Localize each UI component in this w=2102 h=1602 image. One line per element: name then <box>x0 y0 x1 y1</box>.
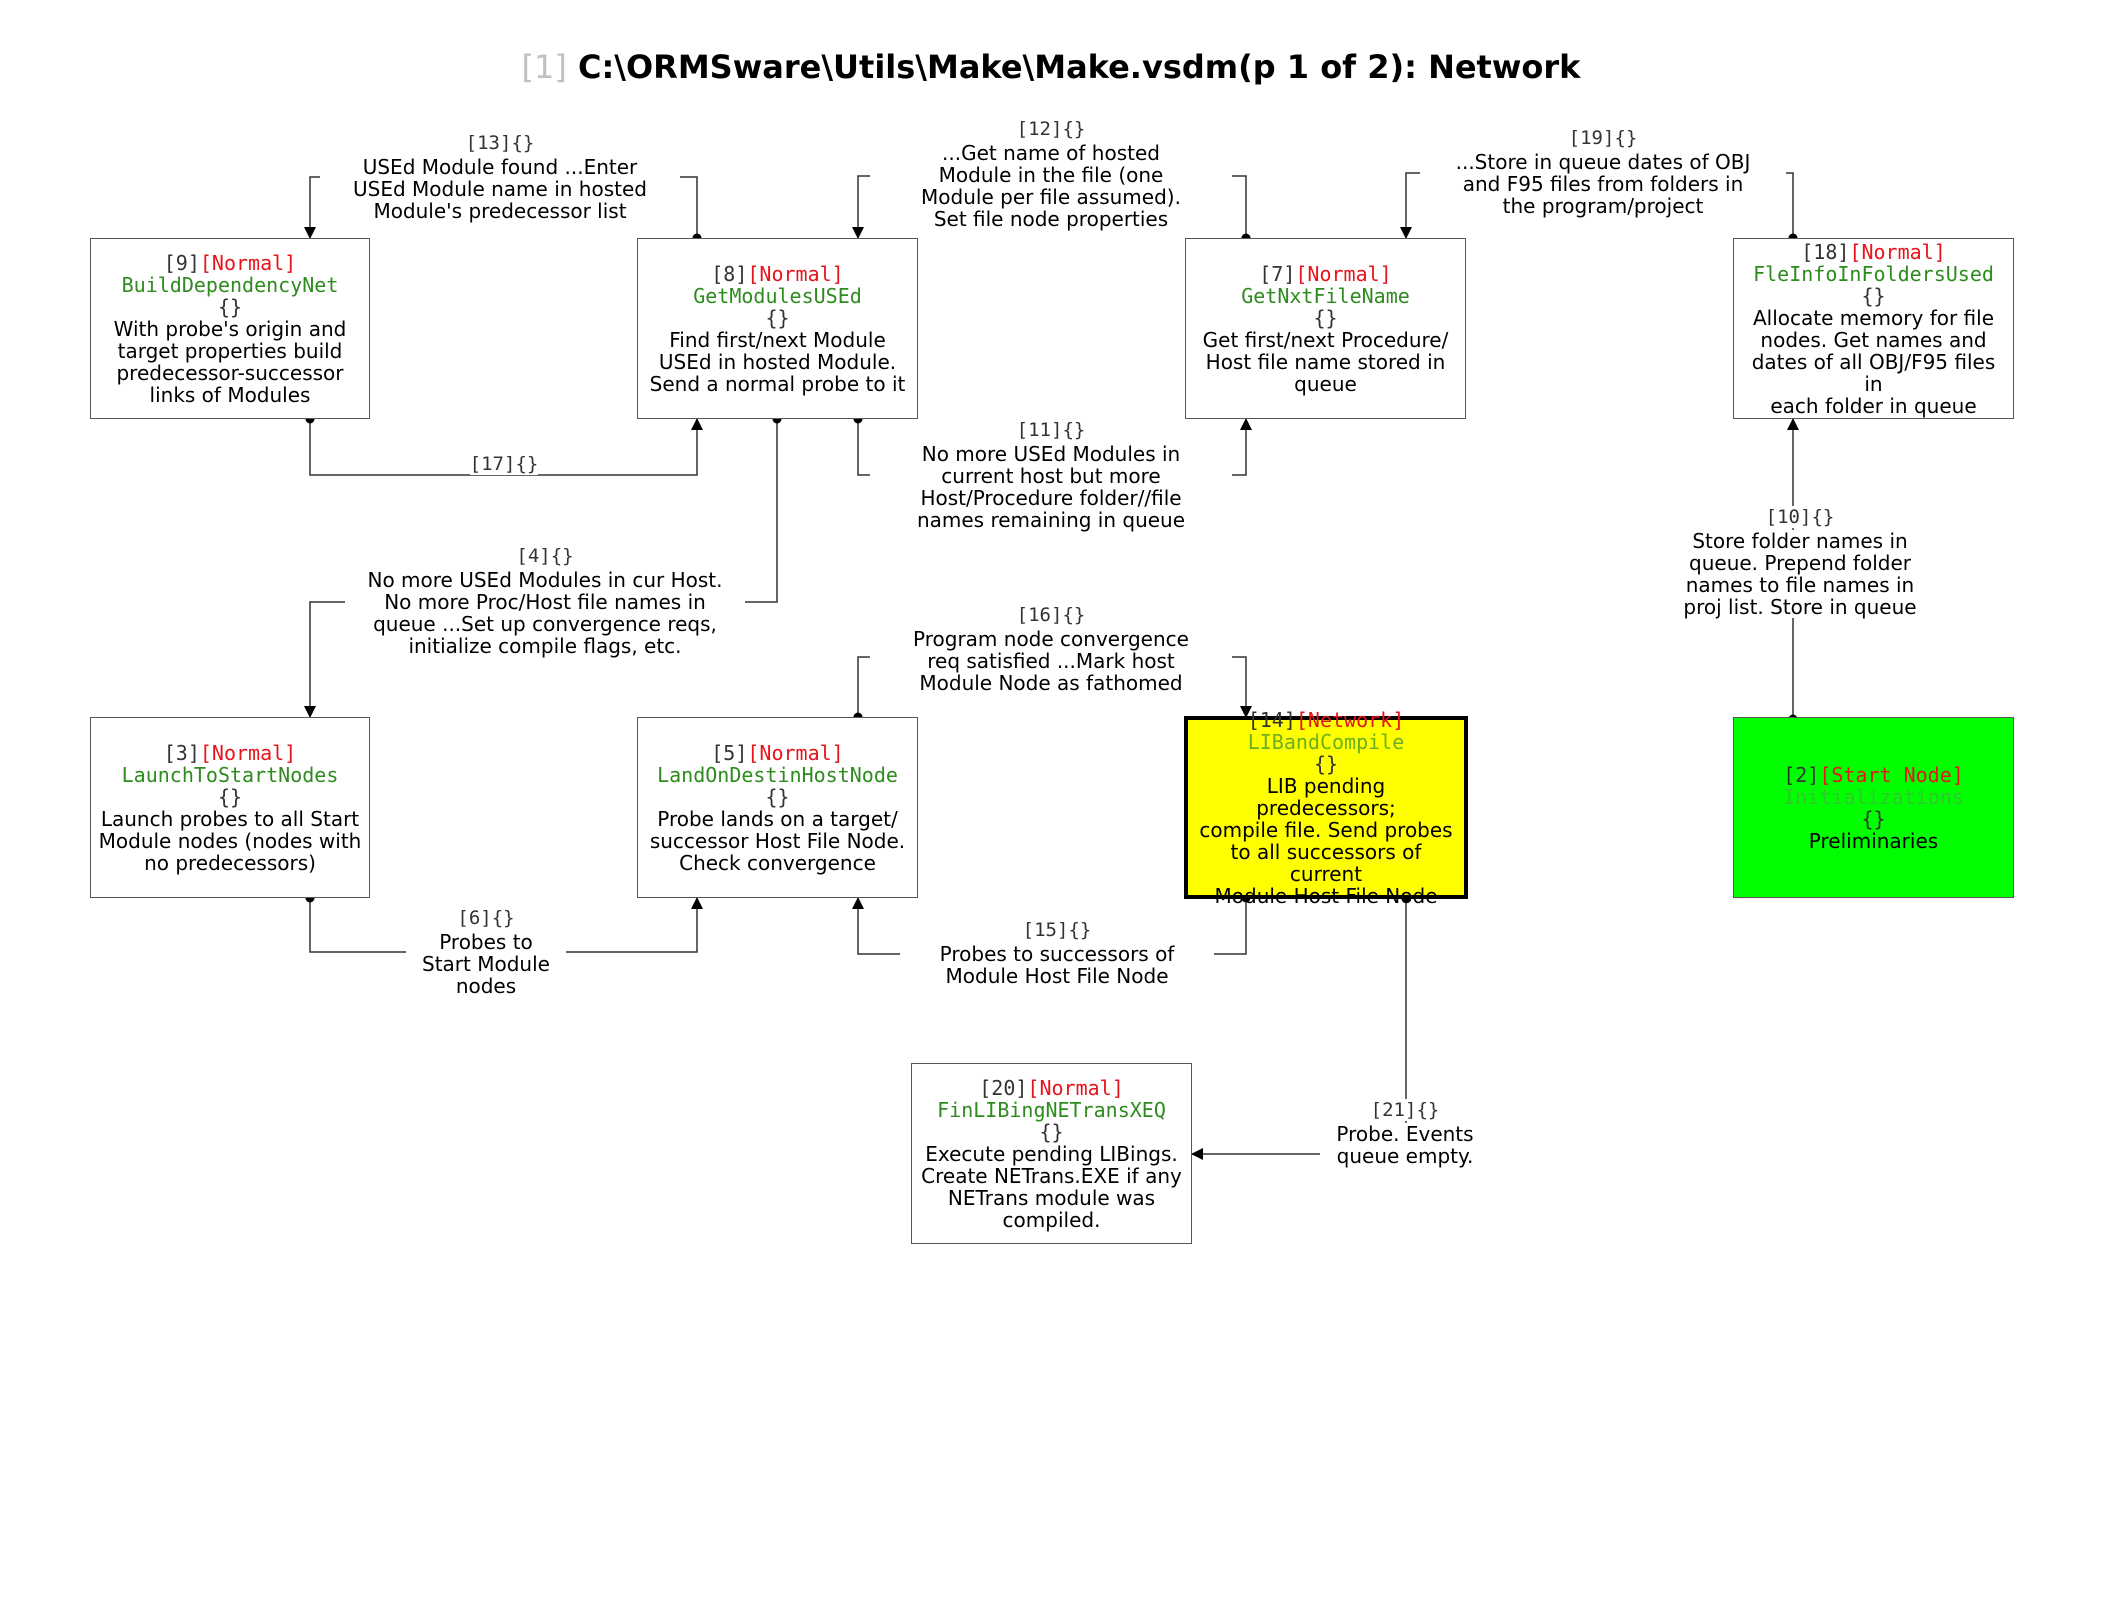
node-2-initializations-start-node[interactable]: [2][Start Node] Initializations {} Preli… <box>1733 717 2014 898</box>
edge-21-label: [21]{} Probe. Events queue empty. <box>1320 1099 1490 1167</box>
node-14-lib-and-compile[interactable]: [14][Network] LIBandCompile {} LIB pendi… <box>1184 709 1468 907</box>
node-function-name: FinLIBingNETransXEQ <box>937 1097 1166 1122</box>
node-function-name: LaunchToStartNodes <box>121 762 339 787</box>
edge-16-label: [16]{} Program node convergence req sati… <box>870 604 1232 694</box>
edge-4-label: [4]{} No more USEd Modules in cur Host. … <box>345 545 745 657</box>
title-text: C:\ORMSware\Utils\Make\Make.vsdm(p 1 of … <box>578 48 1581 86</box>
node-function-name: GetModulesUSEd <box>693 283 862 308</box>
node-function-name: Initializations <box>1783 784 1964 809</box>
node-7-get-nxt-file-name[interactable]: [7][Normal] GetNxtFileName {} Get first/… <box>1185 238 1466 419</box>
node-function-name: GetNxtFileName <box>1241 283 1410 308</box>
edge-6-label: [6]{} Probes to Start Module nodes <box>406 907 566 997</box>
node-5-land-on-destin-host-node[interactable]: [5][Normal] LandOnDestinHostNode {} Prob… <box>637 717 918 898</box>
node-3-launch-to-start-nodes[interactable]: [3][Normal] LaunchToStartNodes {} Launch… <box>90 717 370 898</box>
edge-15-label: [15]{} Probes to successors of Module Ho… <box>900 919 1214 987</box>
node-function-name: LandOnDestinHostNode <box>657 762 898 787</box>
node-8-get-modules-used[interactable]: [8][Normal] GetModulesUSEd {} Find first… <box>637 238 918 419</box>
node-function-name: BuildDependencyNet <box>121 272 339 297</box>
node-20-fin-libing-netrans-xeq[interactable]: [20][Normal] FinLIBingNETransXEQ {} Exec… <box>911 1063 1192 1244</box>
node-function-name: LIBandCompile <box>1247 729 1405 754</box>
edge-12-label: [12]{} ...Get name of hosted Module in t… <box>870 118 1232 230</box>
node-9-build-dependency-net[interactable]: [9][Normal] BuildDependencyNet {} With p… <box>90 238 370 419</box>
node-18-fle-info-in-folders-used[interactable]: [18][Normal] FleInfoInFoldersUsed {} All… <box>1733 238 2014 419</box>
edge-11-label: [11]{} No more USEd Modules in current h… <box>870 419 1232 531</box>
edge-10-label: [10]{} Store folder names in queue. Prep… <box>1620 506 1980 618</box>
edge-13-label: [13]{} USEd Module found ...Enter USEd M… <box>320 132 680 222</box>
node-function-name: FleInfoInFoldersUsed <box>1753 261 1994 286</box>
title-number: [1] <box>521 48 567 86</box>
page-title: [1] C:\ORMSware\Utils\Make\Make.vsdm(p 1… <box>0 48 2102 86</box>
edge-19-label: [19]{} ...Store in queue dates of OBJ an… <box>1420 127 1786 217</box>
edge-17-label: [17]{} <box>469 453 539 475</box>
